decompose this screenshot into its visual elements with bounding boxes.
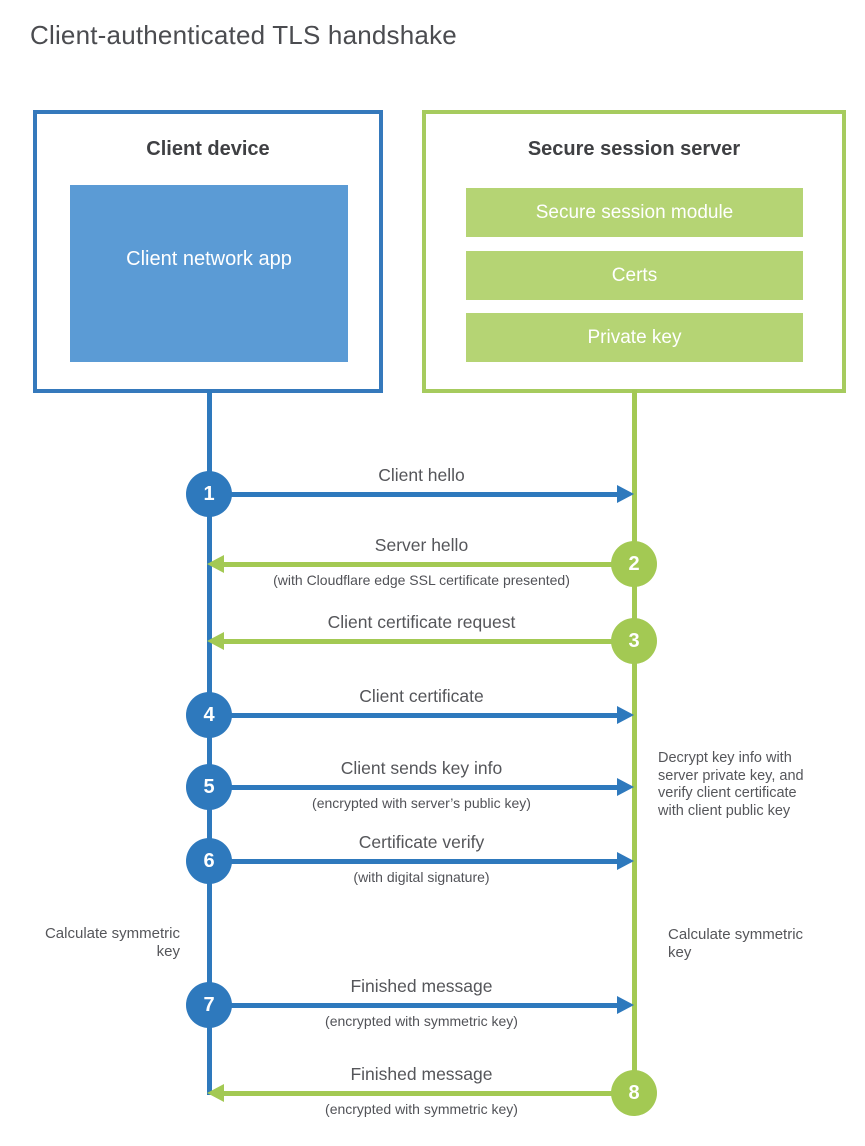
server-module-secure-session: Secure session module: [466, 188, 803, 237]
step-6-arrow: [209, 859, 620, 864]
step-7-sublabel: (encrypted with symmetric key): [325, 1013, 518, 1029]
step-3-label: Client certificate request: [327, 612, 516, 632]
step-8-badge: 8: [611, 1070, 657, 1116]
server-module-certs: Certs: [466, 251, 803, 300]
arrowhead-right-icon: [617, 485, 634, 503]
arrowhead-left-icon: [207, 632, 224, 650]
step-5-badge: 5: [186, 764, 232, 810]
step-2-badge: 2: [611, 541, 657, 587]
client-network-app-box: Client network app: [70, 185, 348, 362]
client-device-box: Client device Client network app: [33, 110, 383, 393]
step-4-badge: 4: [186, 692, 232, 738]
step-8-sublabel: (encrypted with symmetric key): [325, 1101, 518, 1117]
arrowhead-left-icon: [207, 555, 224, 573]
step-4-label: Client certificate: [359, 686, 484, 706]
server-lifeline: [632, 390, 637, 1095]
step-1-arrow: [209, 492, 620, 497]
arrowhead-left-icon: [207, 1084, 224, 1102]
arrowhead-right-icon: [617, 778, 634, 796]
step-7-label: Finished message: [350, 976, 493, 996]
step-2-label: Server hello: [374, 535, 469, 555]
calculate-symmetric-key-client: Calculate symmetric key: [44, 925, 180, 960]
step-5-arrow: [209, 785, 620, 790]
step-4-arrow: [209, 713, 620, 718]
step-6-badge: 6: [186, 838, 232, 884]
secure-session-server-title: Secure session server: [527, 138, 741, 160]
client-lifeline: [207, 390, 212, 1095]
step-3-arrow: [222, 639, 634, 644]
client-device-title: Client device: [146, 138, 270, 160]
step-7-badge: 7: [186, 982, 232, 1028]
arrowhead-right-icon: [617, 706, 634, 724]
step-1-badge: 1: [186, 471, 232, 517]
arrowhead-right-icon: [617, 852, 634, 870]
arrowhead-right-icon: [617, 996, 634, 1014]
step-5-sublabel: (encrypted with server’s public key): [312, 795, 531, 811]
step-5-label: Client sends key info: [340, 758, 503, 778]
step-2-sublabel: (with Cloudflare edge SSL certificate pr…: [273, 572, 570, 588]
step-3-badge: 3: [611, 618, 657, 664]
decrypt-note: Decrypt key info with server private key…: [658, 750, 804, 819]
server-module-private-key: Private key: [466, 313, 803, 362]
step-1-label: Client hello: [378, 465, 465, 485]
step-8-arrow: [222, 1091, 634, 1096]
step-7-arrow: [209, 1003, 620, 1008]
step-6-label: Certificate verify: [358, 832, 485, 852]
secure-session-server-box: Secure session server Secure session mod…: [422, 110, 846, 393]
step-6-sublabel: (with digital signature): [353, 869, 490, 885]
calculate-symmetric-key-server: Calculate symmetric key: [668, 926, 804, 961]
step-2-arrow: [222, 562, 634, 567]
page-title: Client-authenticated TLS handshake: [30, 20, 457, 50]
step-8-label: Finished message: [350, 1064, 493, 1084]
